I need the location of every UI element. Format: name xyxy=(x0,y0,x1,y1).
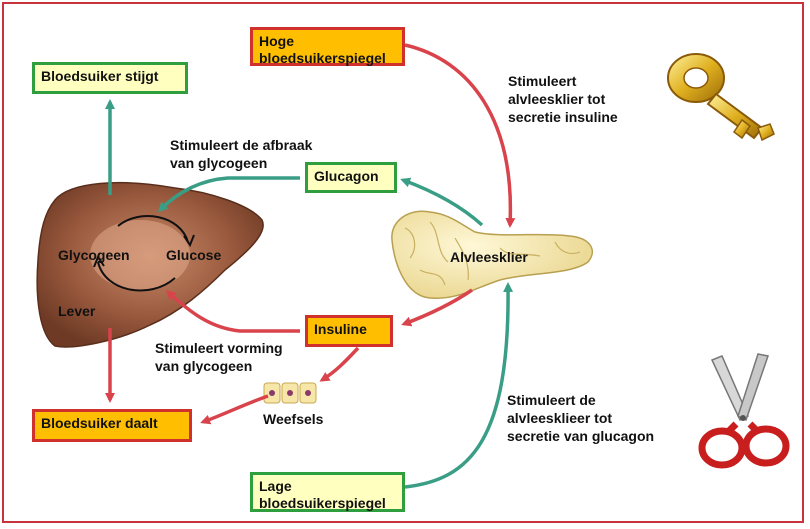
glucagon-text: Glucagon xyxy=(314,168,379,184)
liver-label: Lever xyxy=(58,303,96,319)
blood-sugar-rises-box: Bloedsuiker stijgt xyxy=(32,62,188,94)
key-icon xyxy=(667,53,775,142)
red-arrows xyxy=(105,43,516,425)
tissues-label: Weefsels xyxy=(263,411,324,427)
glycogen-cycle-arrows xyxy=(93,215,195,292)
blood-sugar-falls-box: Bloedsuiker daalt xyxy=(32,409,192,442)
stimulates-glucagon-label: Stimuleert de alvleesklieer tot secretie… xyxy=(507,392,655,444)
stimulates-formation-label: Stimuleert vorming van glycogeen xyxy=(155,340,283,374)
pancreas-illustration xyxy=(391,210,593,299)
pancreas-label: Alvleesklier xyxy=(450,249,528,265)
blood-sugar-rises-text: Bloedsuiker stijgt xyxy=(41,68,159,84)
insulin-box: Insuline xyxy=(305,315,393,347)
high-blood-sugar-box: Hoge bloedsuikerspiegel xyxy=(250,27,405,66)
scissors-icon xyxy=(698,353,790,469)
stimulates-insulin-label: Stimuleert alvleesklier tot secretie ins… xyxy=(508,73,618,125)
low-blood-sugar-box: Lage bloedsuikerspiegel xyxy=(250,472,405,512)
insulin-text: Insuline xyxy=(314,321,367,337)
glycogen-label: Glycogeen xyxy=(58,247,130,263)
green-arrows xyxy=(105,99,514,489)
low-blood-sugar-text: Lage bloedsuikerspiegel xyxy=(259,478,386,511)
high-blood-sugar-text: Hoge bloedsuikerspiegel xyxy=(259,33,386,66)
blood-sugar-falls-text: Bloedsuiker daalt xyxy=(41,415,158,431)
tissue-cells xyxy=(263,382,317,404)
stimulates-breakdown-label: Stimuleert de afbraak van glycogeen xyxy=(170,137,313,171)
glucose-label: Glucose xyxy=(166,247,222,263)
liver-illustration xyxy=(36,181,264,348)
glucagon-box: Glucagon xyxy=(305,162,397,193)
frame-border xyxy=(2,2,804,523)
